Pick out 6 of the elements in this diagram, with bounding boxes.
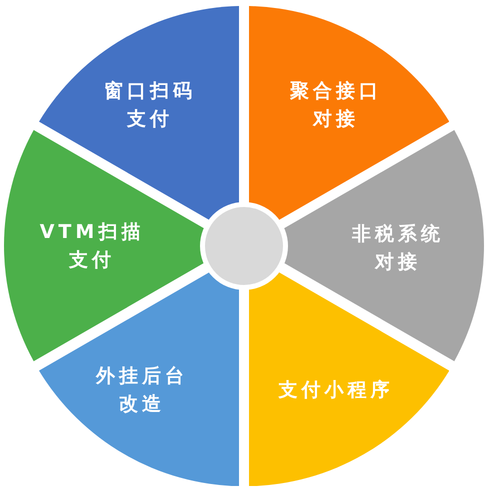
segment-label: 支付小程序 xyxy=(277,378,394,403)
segment-label: 非税系统对接 xyxy=(351,222,445,275)
segment-label: 聚合接口对接 xyxy=(289,78,383,132)
segment-label: VTM扫描支付 xyxy=(38,220,146,273)
segment-label: 外挂后台改造 xyxy=(94,364,189,417)
segment-label: 窗口扫码支付 xyxy=(102,78,197,132)
